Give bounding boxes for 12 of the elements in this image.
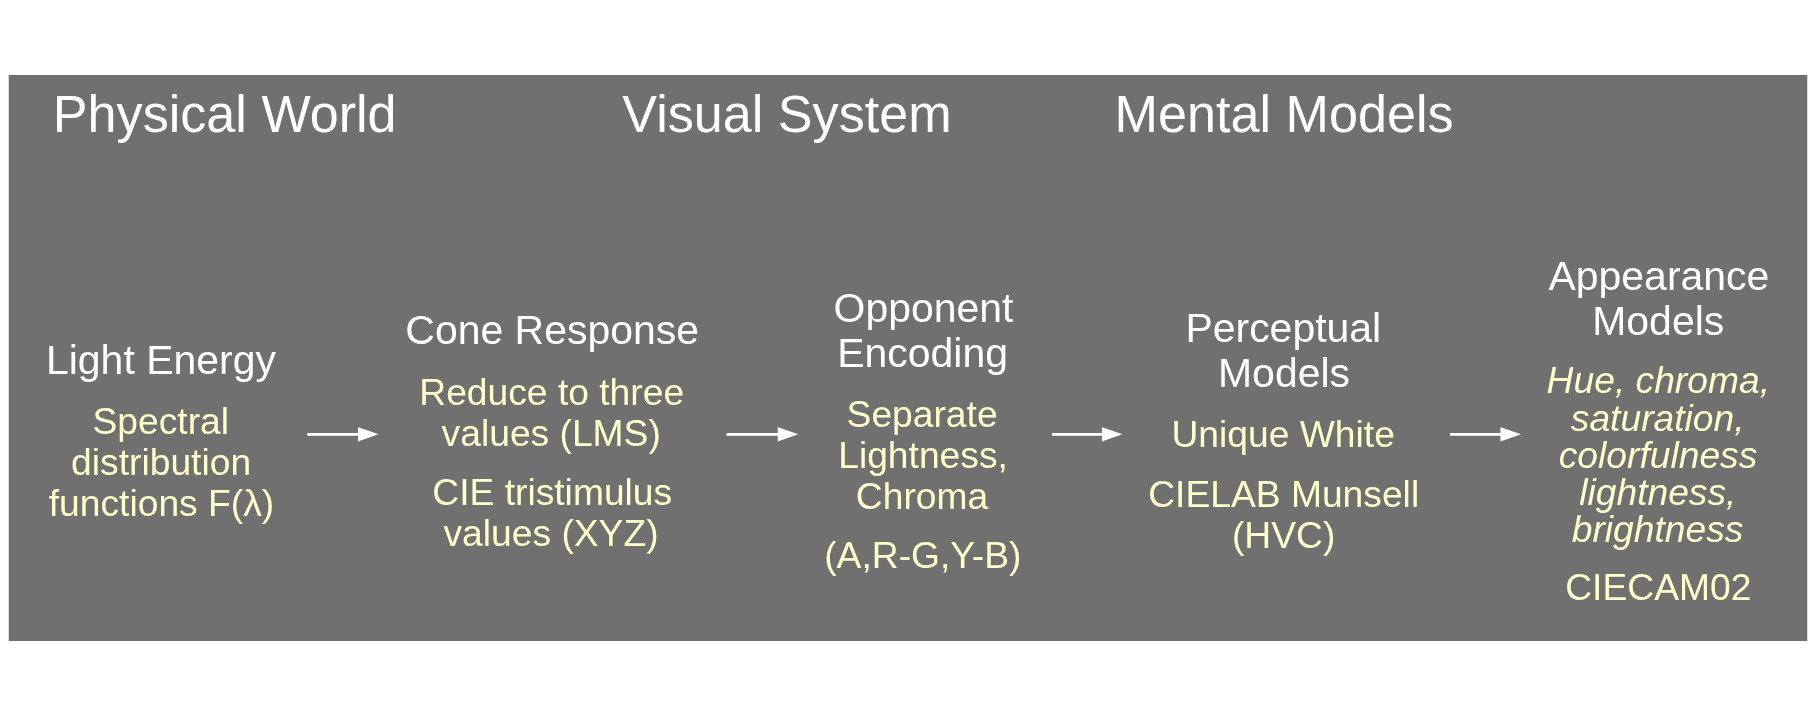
arrow (307, 427, 379, 442)
arrow (1052, 427, 1123, 442)
node-text: Cone Response Reduce to three values (LMS) CIE tristimulus values (XYZ) (405, 307, 700, 555)
label: Mental Models (1114, 84, 1454, 143)
node-text: Light Energy Spectral distribution functions F(λ) (45, 337, 276, 525)
arrow (726, 427, 799, 442)
node-text: Appearance Models Hue, chroma, saturation, colorfulness lightness, brightness CIECAM02 (1546, 253, 1771, 609)
node-text: Opponent Encoding Separate Lightness, Chroma (A,R-G,Y-B) (824, 284, 1022, 577)
label: Physical World (52, 84, 397, 143)
node-text: Perceptual Models Unique White CIELAB Munsell (HVC) (1148, 305, 1420, 556)
arrow (1450, 427, 1521, 442)
label: Visual System (622, 84, 952, 143)
